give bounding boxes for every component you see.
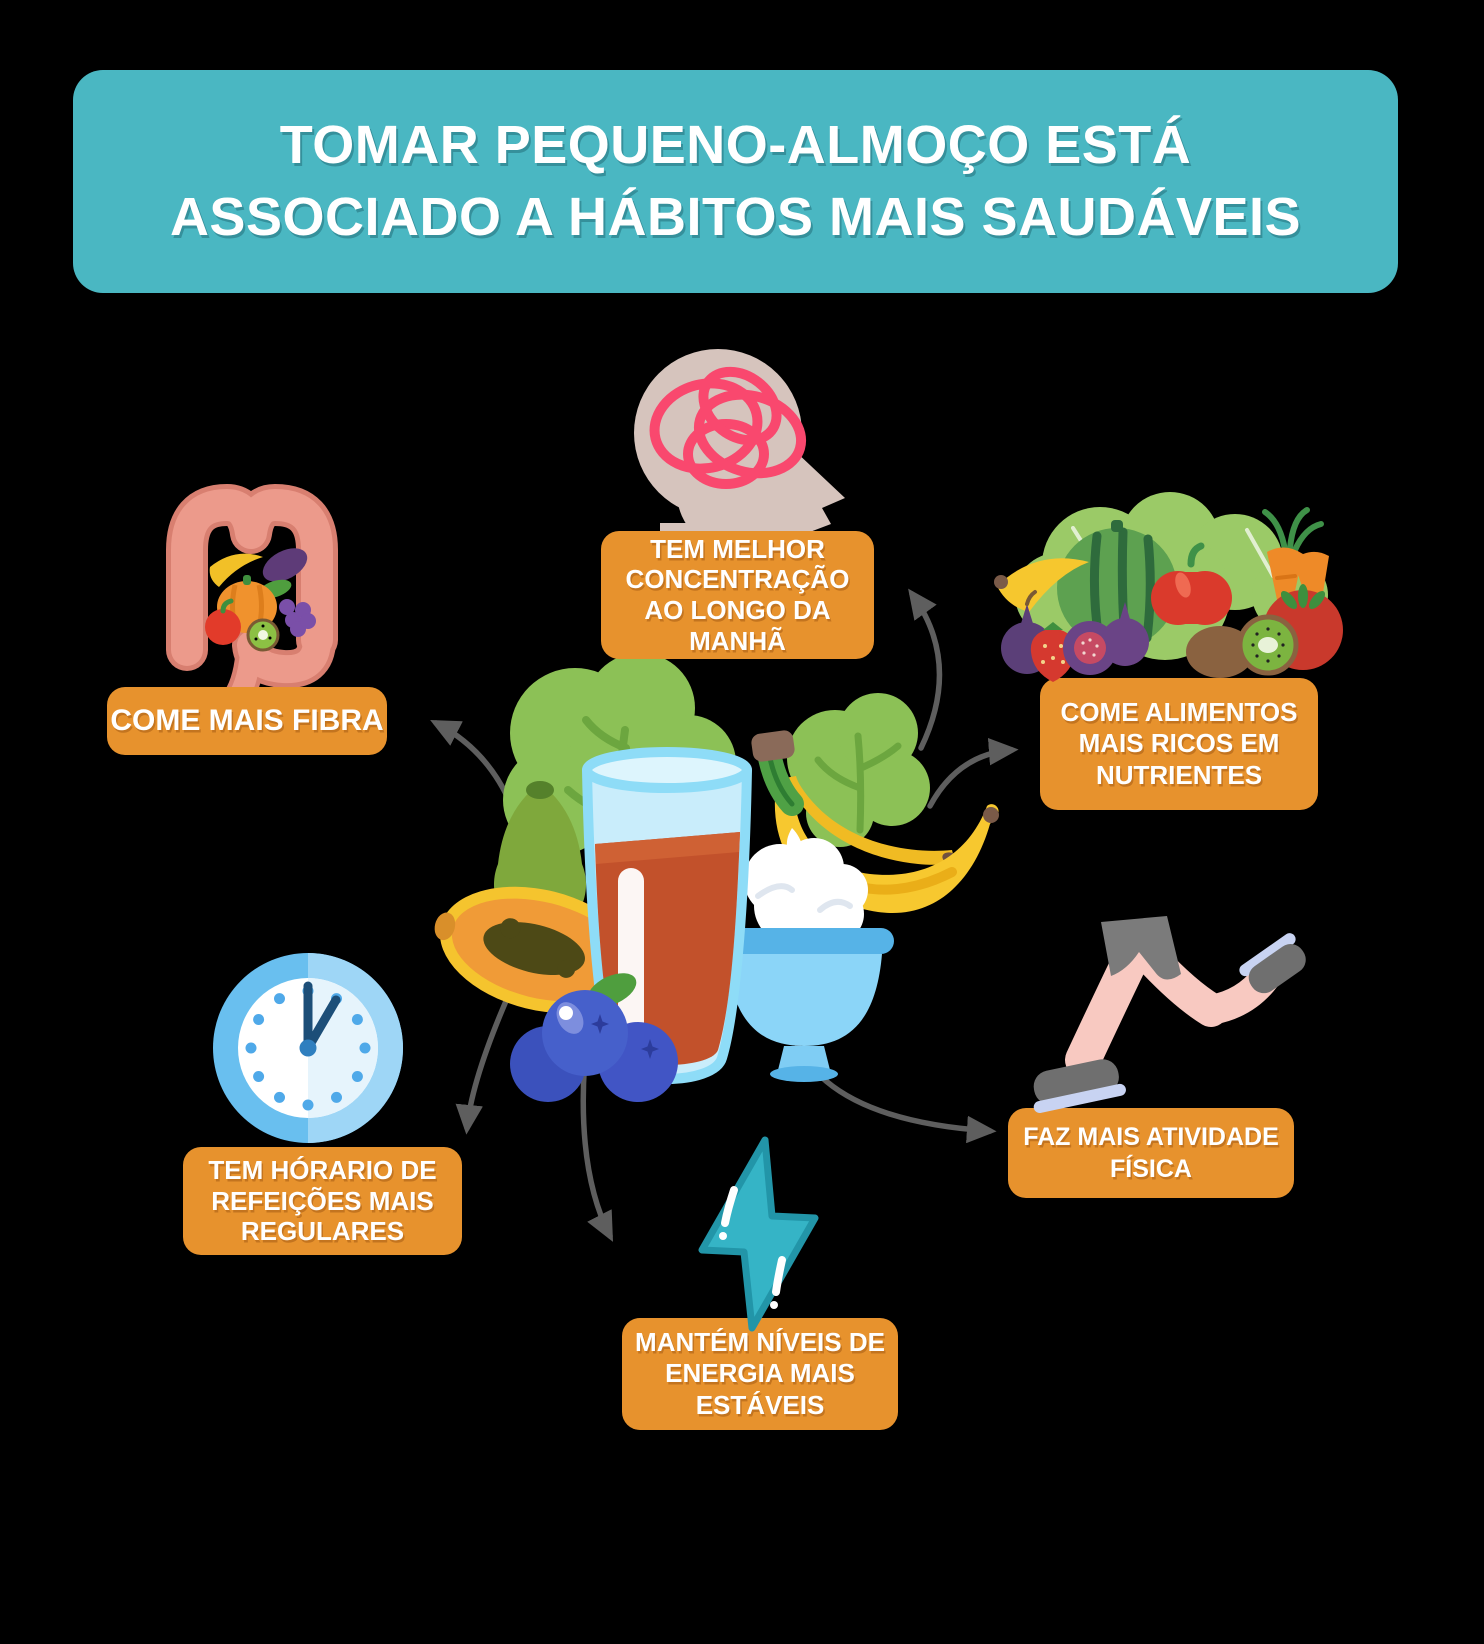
fruits-inside-intestine [205,548,316,652]
label-atividade-fisica: FAZ MAIS ATIVIDADE FÍSICA [1008,1108,1294,1198]
label-come-mais-fibra: COME MAIS FIBRA [107,687,387,755]
shorts [1101,916,1181,980]
yogurt-bowl-icon [712,828,894,1082]
clock-icon [213,953,403,1143]
lettuce-right-icon [787,693,930,847]
back-shoe [1239,933,1306,994]
scribble-thoughts [649,366,807,489]
title-line-2: ASSOCIADO A HÁBITOS MAIS SAUDÁVEIS [169,186,1302,247]
intestine-icon [166,484,338,714]
head-brain-icon [634,349,845,594]
kiwi-whole [1186,626,1254,678]
header-banner: TOMAR PEQUENO-ALMOÇO ESTÁ ASSOCIADO A HÁ… [73,70,1398,293]
running-legs-icon [1033,916,1306,1113]
breakfast-foods-illustration [434,653,999,1102]
lightning-icon [698,1136,819,1332]
title-line-1: TOMAR PEQUENO-ALMOÇO ESTÁ [279,115,1192,176]
arrow-to-refeicoes [455,982,516,1135]
fig-cut [1063,621,1117,675]
juice-glass-icon [582,747,752,1084]
label-melhor-concentracao: TEM MELHOR CONCENTRAÇÃO AO LONGO DA MANH… [601,531,874,659]
banana [994,558,1089,612]
fruits-vegetables-icon [994,492,1343,682]
red-pepper [1151,542,1232,625]
label-alimentos-nutrientes: COME ALIMENTOS MAIS RICOS EM NUTRIENTES [1040,678,1318,810]
blueberries-icon [510,973,678,1102]
arrow-to-nutrientes [927,738,1019,809]
arrow-to-concentracao [908,588,943,751]
label-refeicoes-regulares: TEM HÓRARIO DE REFEIÇÕES MAIS REGULARES [183,1147,462,1255]
kiwi-cut [1237,614,1299,676]
front-shoe [1033,1059,1126,1113]
label-energia-estavel: MANTÉM NÍVEIS DE ENERGIA MAIS ESTÁVEIS [622,1318,898,1430]
